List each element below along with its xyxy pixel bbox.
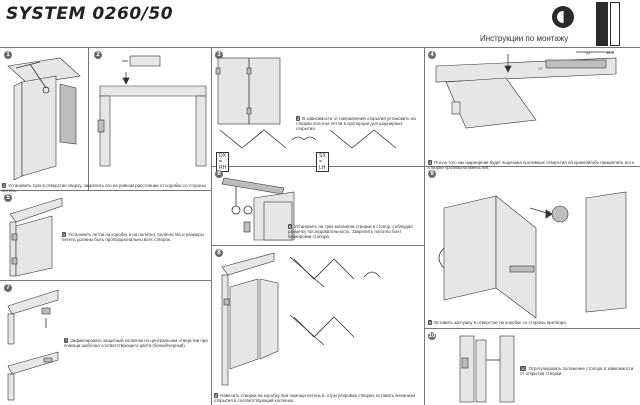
row-divider-col2-b — [211, 245, 424, 246]
brand-logo-icon — [552, 6, 574, 28]
column-divider-2 — [424, 47, 425, 405]
step-badge: 2 — [2, 183, 7, 188]
caption-text: Зафиксировать защитный колпачок по центр… — [64, 338, 208, 348]
brand-mark-icon — [596, 2, 608, 46]
caption-text: В зависимости от направления открытия ус… — [296, 116, 416, 131]
step-5-illustration — [9, 197, 63, 277]
step-badge: 9 — [428, 320, 433, 325]
row-divider-col1-b — [0, 280, 211, 281]
step-number: 9 — [428, 170, 436, 178]
step-number: 8 — [215, 249, 223, 257]
step-number: 2 — [94, 51, 102, 59]
caption-text: Установить на трек механизм створки в ст… — [288, 224, 413, 239]
step-number: 3 — [215, 51, 223, 59]
step-1-illustration — [7, 57, 81, 181]
caption-text: Установить трек в отверстие сверху, закр… — [2, 183, 206, 193]
step-badge: 7 — [64, 338, 69, 343]
column-divider-1 — [211, 47, 212, 405]
row-divider-col3-a — [424, 166, 640, 167]
caption-text: Установить петли на коробку и на полотна… — [62, 232, 204, 242]
step-badge: 6 — [288, 224, 293, 229]
subdivider-step1-2 — [88, 47, 89, 190]
step-10-illustration — [459, 335, 515, 403]
step-number: 10 — [428, 332, 436, 340]
step-9-illustration — [438, 191, 627, 319]
step-badge: 8 — [214, 393, 219, 398]
row-divider-col3-b — [424, 328, 640, 329]
caption-text: Навесить створки на коробку при помощи п… — [214, 393, 416, 403]
dimension-b: 38.5 — [606, 50, 614, 55]
caption-text: После того как шарнирная будет вырезана … — [428, 160, 635, 170]
caption-text: Отрегулировать положение стопора в завис… — [520, 366, 634, 376]
label-direction-left: SX = LH — [316, 152, 329, 172]
header-divider — [0, 47, 640, 48]
page-title: SYSTEM 0260/50 — [6, 4, 174, 24]
step-badge: 5 — [62, 232, 67, 237]
caption-text: Вставить заглушку в отверстие на коробке… — [434, 320, 567, 325]
step-number: 1 — [4, 51, 12, 59]
row-divider-col1-a — [0, 190, 211, 191]
page-subtitle: Инструкции по монтажу — [480, 34, 569, 43]
step-badge: 4 — [428, 160, 433, 165]
step-number: 4 — [428, 51, 436, 59]
step-6-illustration — [221, 177, 295, 241]
step-8-illustration — [221, 252, 381, 386]
step-7-illustration — [7, 289, 59, 401]
step-4-illustration — [435, 51, 617, 129]
step-badge: 3 — [296, 116, 301, 121]
step-3-illustration — [215, 57, 397, 149]
dimension-c: 17 — [538, 66, 543, 71]
step-badge: 10 — [520, 366, 527, 371]
step-number: 7 — [4, 284, 12, 292]
dimension-a: 41 — [586, 50, 591, 55]
step-number: 6 — [215, 170, 223, 178]
brand-mark-outline-icon — [610, 2, 620, 46]
step-2-illustration — [97, 55, 207, 167]
step-number: 5 — [4, 194, 12, 202]
